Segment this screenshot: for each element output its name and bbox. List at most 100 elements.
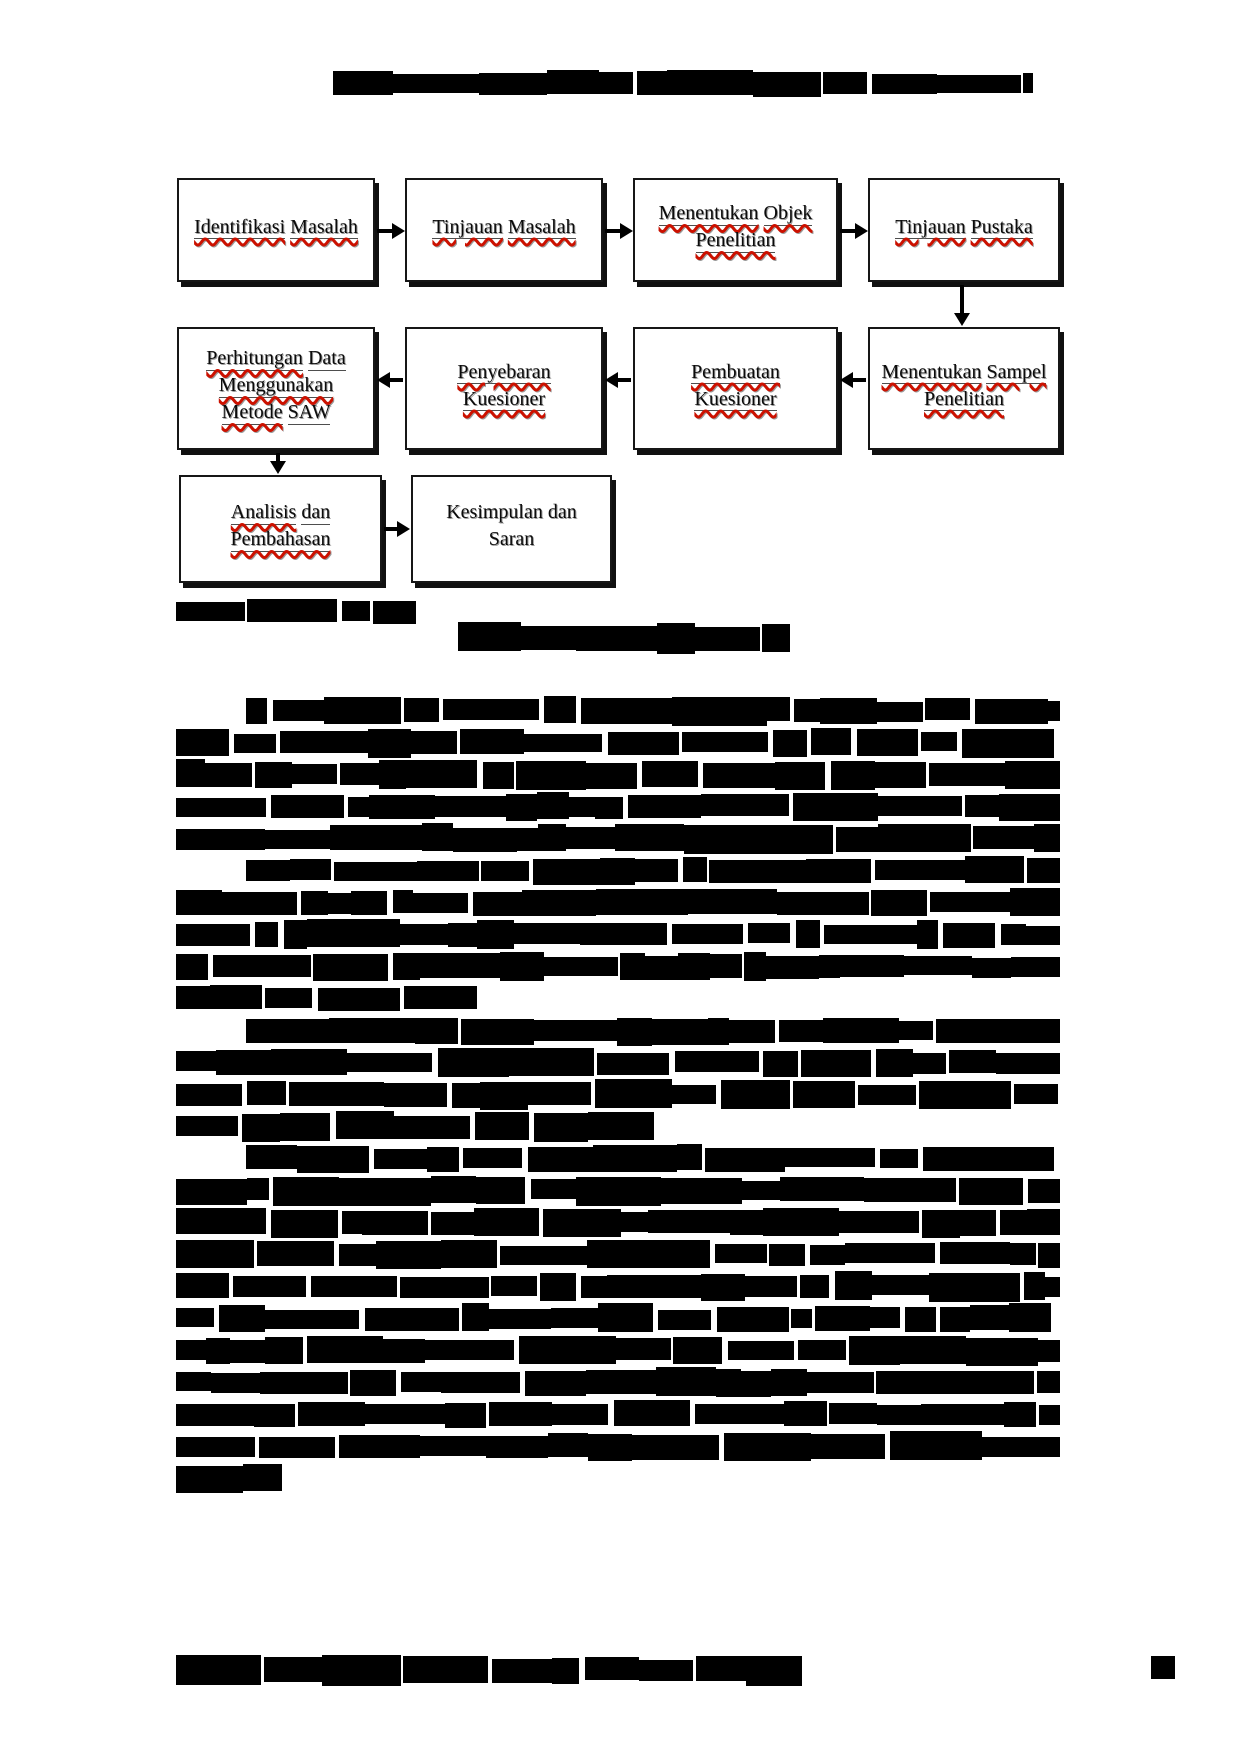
flowchart-arrowhead xyxy=(397,521,410,537)
flowchart-box-label: Pembuatan xyxy=(691,359,780,386)
flowchart-box-label: Kuesioner xyxy=(462,386,546,413)
flowchart-word: Menentukan xyxy=(658,202,759,226)
flowchart-word: Data xyxy=(307,347,346,371)
redacted-body-line xyxy=(176,1303,1060,1334)
redacted-body-line xyxy=(176,1399,1060,1430)
flowchart-word: Menggunakan xyxy=(218,374,334,398)
flowchart-box-label: Menentukan Objek xyxy=(658,200,813,227)
flowchart-word: Pustaka xyxy=(970,215,1033,239)
redacted-body-line xyxy=(176,759,1060,791)
flowchart-arrowhead xyxy=(270,461,286,474)
flowchart-box-identifikasi-masalah: Identifikasi Masalah xyxy=(177,178,375,282)
redacted-body-line xyxy=(176,1366,1060,1398)
figure-caption-redaction xyxy=(458,621,790,655)
flowchart-box-label: Metode SAW xyxy=(221,399,331,426)
redacted-body-line xyxy=(176,1175,1060,1206)
flowchart-box-label: Pembahasan xyxy=(230,526,331,553)
flowchart-word: Masalah xyxy=(290,215,358,239)
flowchart-box-label: Tinjauan Masalah xyxy=(432,214,576,241)
flowchart-word: Tinjauan xyxy=(432,215,503,239)
flowchart-arrowhead xyxy=(954,313,970,326)
header-redaction xyxy=(333,68,1033,98)
flowchart-word: Identifikasi xyxy=(194,215,286,239)
flowchart-box-label: Analisis dan xyxy=(230,499,331,526)
redacted-body-line xyxy=(176,727,1060,759)
redacted-body-line xyxy=(176,1335,1060,1366)
flowchart-word: Penelitian xyxy=(924,387,1004,411)
redacted-body-line xyxy=(176,1111,662,1142)
flowchart-word: Menentukan xyxy=(881,360,982,384)
flowchart-box-label: Saran xyxy=(489,526,535,553)
flowchart-arrowhead xyxy=(840,372,853,388)
flowchart-arrow xyxy=(960,285,964,315)
redacted-body-line xyxy=(176,1270,1060,1303)
flowchart-arrow xyxy=(840,229,857,233)
flowchart-box-label: Menggunakan xyxy=(218,372,334,399)
flowchart-box-tinjauan-masalah: Tinjauan Masalah xyxy=(405,178,603,282)
flowchart-box-label: Tinjauan Pustaka xyxy=(895,214,1033,241)
footer-redaction xyxy=(176,1653,802,1687)
redacted-body-line xyxy=(176,1463,282,1494)
flowchart-word: Kuesioner xyxy=(694,387,777,411)
flowchart-box-label: Identifikasi Masalah xyxy=(194,214,358,241)
flowchart-arrowhead xyxy=(377,372,390,388)
flowchart-word: Perhitungan xyxy=(206,347,303,371)
flowchart-arrowhead xyxy=(855,223,868,239)
flowchart-word: dan xyxy=(547,501,577,523)
flowchart-word: Saran xyxy=(488,528,535,550)
redacted-body-line xyxy=(176,1239,1060,1270)
redacted-body-line xyxy=(176,1207,1060,1239)
flowchart-word: Pembuatan xyxy=(691,360,780,384)
redacted-body-line xyxy=(176,791,1060,822)
flowchart-arrow xyxy=(384,527,399,531)
flowchart-word: Penelitian xyxy=(695,229,776,253)
flowchart-word: Tinjauan xyxy=(895,215,966,239)
flowchart-arrowhead xyxy=(605,372,618,388)
redacted-body-line xyxy=(176,983,477,1014)
flowchart-word: Penyebaran xyxy=(457,360,551,384)
flowchart-word: Pembahasan xyxy=(230,528,331,552)
flowchart-arrow xyxy=(851,378,866,382)
redacted-body-line xyxy=(176,887,1060,918)
flowchart-box-label: Menentukan Sampel xyxy=(881,359,1047,386)
redacted-body-line xyxy=(176,919,1060,950)
flowchart-word: Kuesioner xyxy=(462,387,546,411)
flowchart-arrow xyxy=(388,378,403,382)
redacted-body-line xyxy=(176,1431,1060,1462)
flowchart-box-label: Kuesioner xyxy=(694,386,777,413)
flowchart-box-label: Perhitungan Data xyxy=(206,345,346,372)
redacted-body-line xyxy=(246,1015,1060,1047)
flowchart-arrow xyxy=(605,229,622,233)
flowchart-word: SAW xyxy=(287,401,331,425)
figure-note-redaction xyxy=(176,598,416,626)
redacted-body-line xyxy=(176,822,1060,855)
flowchart-box-label: Penelitian xyxy=(695,227,776,254)
flowchart-word: Metode xyxy=(221,401,283,425)
flowchart-word: dan xyxy=(301,501,331,525)
flowchart-box-label: Kesimpulan dan xyxy=(446,499,577,526)
flowchart-arrow xyxy=(377,229,394,233)
page-number-redaction xyxy=(1151,1656,1175,1679)
flowchart-word: Analisis xyxy=(230,501,297,525)
flowchart-arrow xyxy=(616,378,631,382)
flowchart-arrow xyxy=(276,453,280,463)
flowchart-box-label: Penyebaran xyxy=(457,359,551,386)
redacted-body-line xyxy=(246,855,1060,886)
redacted-body-line xyxy=(176,951,1060,982)
flowchart-box-label: Penelitian xyxy=(924,386,1004,413)
redacted-body-line xyxy=(176,1047,1060,1078)
flowchart-arrowhead xyxy=(620,223,633,239)
flowchart-arrowhead xyxy=(392,223,405,239)
flowchart-word: Objek xyxy=(763,202,813,226)
flowchart-word: Sampel xyxy=(986,360,1047,384)
flowchart-box-tinjauan-pustaka: Tinjauan Pustaka xyxy=(868,178,1060,282)
flowchart-word: Kesimpulan xyxy=(446,501,543,523)
redacted-body-line xyxy=(246,1143,1060,1174)
